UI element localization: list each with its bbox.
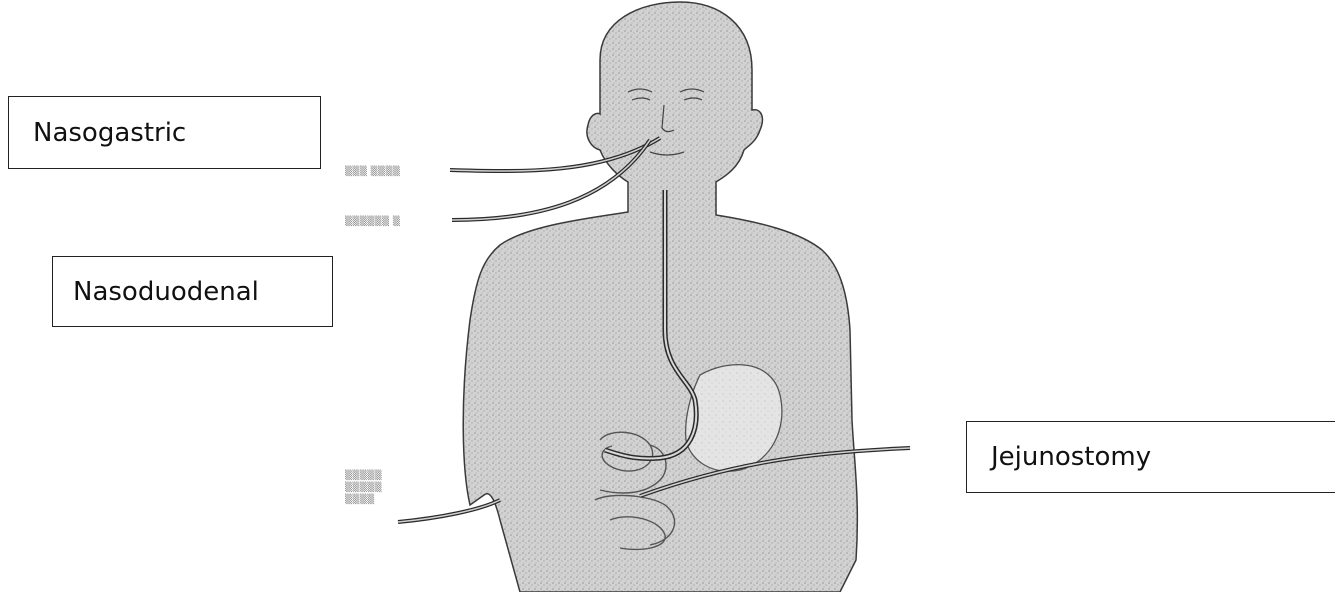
faint-label-nasogastric-mark: ▒▒▒ ▒▒▒▒ [345, 166, 400, 178]
jejunostomy-label-box: Jejunostomy [966, 421, 1335, 493]
faint-label-nasoduodenal-mark: ▒▒▒▒▒▒ ▒ [345, 216, 400, 228]
jejunostomy-label: Jejunostomy [991, 442, 1151, 472]
body-silhouette [463, 2, 857, 592]
faint-label-peg-mark: ▒▒▒▒▒▒▒▒▒▒▒▒▒▒ [345, 470, 405, 506]
nasogastric-label: Nasogastric [33, 118, 186, 148]
peg-tube [398, 500, 500, 522]
nasogastric-label-box: Nasogastric [8, 96, 321, 169]
nasoduodenal-label-box: Nasoduodenal [52, 256, 333, 327]
nasoduodenal-label: Nasoduodenal [73, 277, 259, 307]
